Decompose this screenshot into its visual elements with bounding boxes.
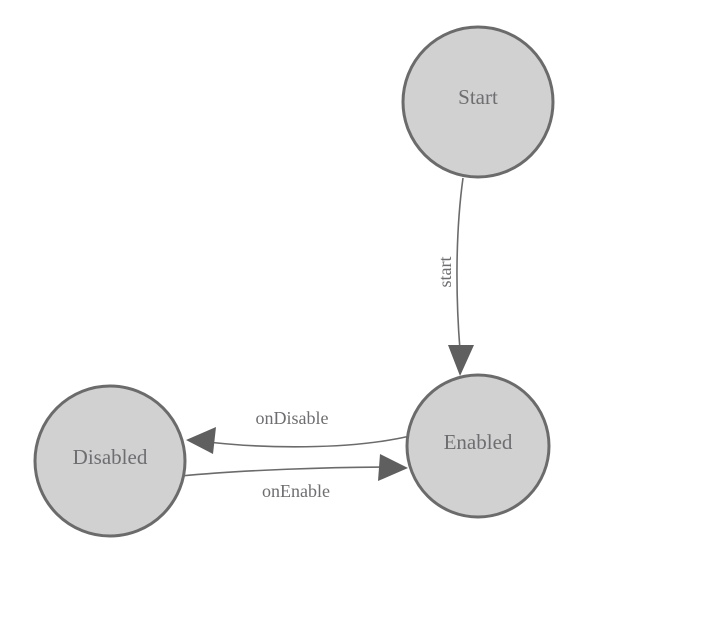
state-node-enabled-label: Enabled [444,430,513,454]
transition-start-to-enabled-path [456,177,464,351]
transition-enabled-to-disabled-path [199,435,411,448]
transition-enabled-to-disabled-label: onDisable [256,408,329,428]
transition-enabled-to-disabled-arrowhead [186,427,216,454]
state-node-start[interactable]: Start [401,25,555,179]
transition-disabled-to-enabled[interactable]: onEnable [180,454,408,501]
state-node-start-label: Start [458,85,498,109]
state-node-enabled-circle [405,373,551,519]
transition-start-to-enabled[interactable]: start [435,177,474,376]
state-node-enabled[interactable]: Enabled [405,373,551,519]
state-node-start-circle [401,25,555,179]
transition-disabled-to-enabled-arrowhead [378,454,408,481]
transition-start-to-enabled-arrowhead [448,345,474,376]
state-node-disabled-circle [33,384,187,538]
transition-enabled-to-disabled[interactable]: onDisable [186,408,411,454]
state-node-disabled-label: Disabled [73,445,148,469]
transition-start-to-enabled-label: start [435,257,455,288]
transition-disabled-to-enabled-path [180,466,395,477]
transition-disabled-to-enabled-label: onEnable [262,481,330,501]
state-node-disabled[interactable]: Disabled [33,384,187,538]
